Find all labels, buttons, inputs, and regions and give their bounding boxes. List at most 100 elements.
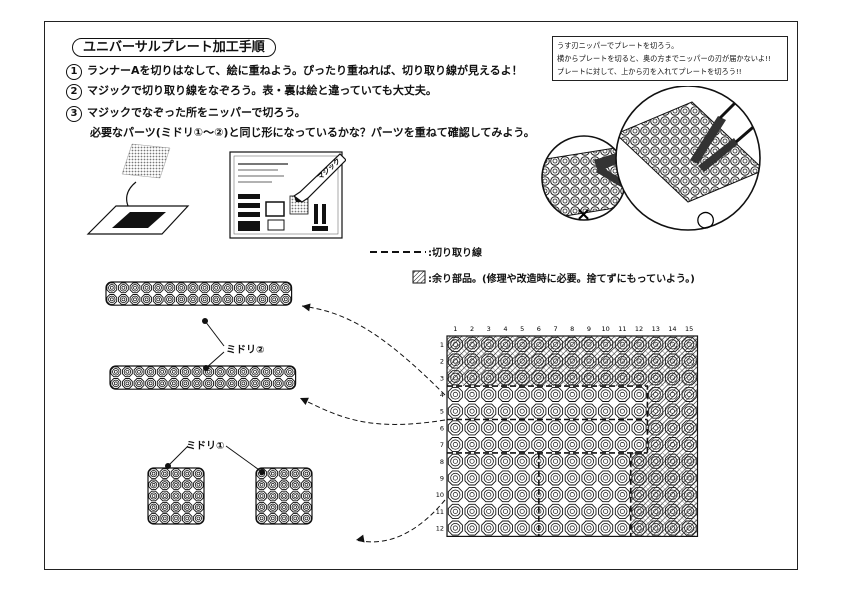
cut-line [447, 452, 648, 537]
plate-nut [581, 470, 597, 486]
plate-nut [548, 403, 564, 419]
grid-column-number: 12 [635, 325, 643, 333]
plate-nut [284, 366, 296, 378]
plate-nut [193, 501, 204, 513]
plate-nut [289, 468, 301, 479]
grid-column-number: 4 [503, 325, 507, 333]
plate-nut [581, 487, 597, 503]
plate-nut [514, 487, 530, 503]
plate-nut [531, 437, 547, 453]
plate-nut [210, 294, 222, 305]
grid-row-number: 4 [440, 391, 444, 399]
plate-nut [301, 501, 312, 513]
grid-row-number: 2 [440, 358, 444, 366]
plate-nut [598, 503, 614, 519]
plate-nut [148, 479, 159, 491]
plate-nut [245, 294, 257, 305]
plate-nut [447, 453, 463, 469]
plate-nut [193, 513, 204, 524]
plate-nut [548, 503, 564, 519]
midori2-strip-bottom [109, 365, 297, 390]
plate-nut [193, 479, 204, 491]
plate-nut [148, 490, 159, 502]
plate-nut [256, 513, 267, 524]
plate-nut [106, 294, 118, 305]
runner-on-plate-illustration [86, 143, 190, 235]
plate-nut [129, 282, 141, 294]
plate-nut [278, 501, 290, 513]
plate-nut [181, 490, 193, 502]
plate-nut [268, 294, 280, 305]
plate-nut [199, 282, 210, 294]
plate-nut [210, 282, 222, 294]
plate-nut [514, 420, 530, 436]
plate-nut [168, 366, 180, 378]
grid-row-number: 3 [440, 374, 444, 382]
plate-nut [464, 470, 480, 486]
grid-row-number: 11 [436, 508, 444, 516]
plate-nut [176, 294, 187, 305]
plate-nut [581, 503, 597, 519]
plate-nut [497, 503, 513, 519]
plate-nut [267, 513, 279, 524]
grid-column-number: 8 [570, 325, 574, 333]
plate-nut [481, 386, 497, 402]
plate-nut [564, 437, 580, 453]
plate-nut [170, 513, 182, 524]
grid-column-number: 10 [602, 325, 610, 333]
plate-nut [464, 453, 480, 469]
surplus-region [630, 452, 698, 537]
plate-nut [268, 282, 280, 294]
plate-nut [548, 487, 564, 503]
plate-nut [249, 378, 261, 389]
plate-nut [481, 453, 497, 469]
plate-nut [514, 520, 530, 536]
plate-nut [133, 366, 145, 378]
plate-nut [497, 420, 513, 436]
grid-column-number: 9 [587, 325, 591, 333]
plate-nut [278, 479, 290, 491]
plate-nut [548, 386, 564, 402]
plate-nut [256, 479, 267, 491]
plate-nut [564, 403, 580, 419]
plate-nut [164, 294, 176, 305]
plate-nut [497, 437, 513, 453]
plate-nut [447, 520, 463, 536]
plate-nut [514, 503, 530, 519]
grid-row-number: 1 [440, 341, 444, 349]
plate-nut [598, 487, 614, 503]
plate-nut [301, 479, 312, 491]
plate-nut [481, 420, 497, 436]
step-text: マジックで切り取り線をなぞろう。表・裏は絵と違っていても大丈夫。 [87, 84, 437, 97]
arrow-line [301, 305, 446, 396]
plate-nut [301, 490, 312, 502]
plate-nut [272, 366, 284, 378]
plate-nut [447, 386, 463, 402]
plate-nut [514, 403, 530, 419]
plate-nut [168, 378, 180, 389]
plate-nut [278, 513, 290, 524]
plate-nut [193, 468, 204, 479]
plate-nut [598, 470, 614, 486]
plate-nut [267, 490, 279, 502]
plate-nut [497, 520, 513, 536]
grid-column-number: 11 [618, 325, 626, 333]
plate-nut [464, 386, 480, 402]
grid-column-number: 13 [652, 325, 660, 333]
plate-nut [548, 453, 564, 469]
plate-nut [548, 420, 564, 436]
plate-nut [234, 282, 245, 294]
plate-nut [289, 513, 301, 524]
plate-nut [289, 490, 301, 502]
plate-nut [159, 479, 171, 491]
arrow-head [300, 397, 309, 406]
plate-nut [187, 294, 199, 305]
plate-nut [464, 487, 480, 503]
bad-mark-icon: × [576, 204, 591, 225]
plate-nut [156, 378, 168, 389]
cut-line [447, 385, 649, 453]
plate-nut [464, 403, 480, 419]
